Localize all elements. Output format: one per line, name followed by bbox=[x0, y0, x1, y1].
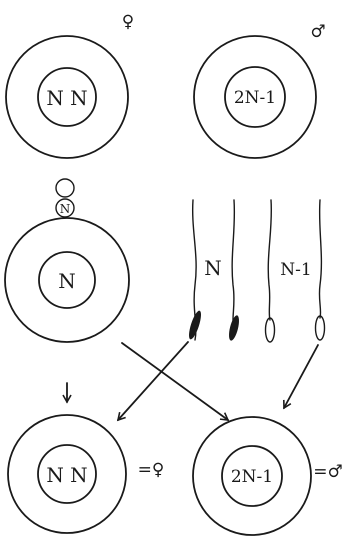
female-zygote-label: N N bbox=[46, 463, 87, 487]
sperm-tail-n1-2 bbox=[318, 199, 323, 319]
male-cell-label: 2N-1 bbox=[234, 88, 276, 108]
sperm-head-n1-2 bbox=[314, 315, 326, 341]
sperm-tail-n1-1 bbox=[267, 199, 273, 321]
mature-egg-nucleus bbox=[38, 251, 96, 309]
male-zygote-outer bbox=[192, 416, 312, 536]
female-zygote: N N bbox=[7, 414, 127, 534]
arrow-sperm-n-to-female-zygote bbox=[116, 341, 189, 422]
male-cell-top: 2N-1 bbox=[193, 35, 317, 159]
male-zygote: 2N-1 bbox=[192, 416, 312, 536]
male-cell-nucleus bbox=[224, 66, 286, 128]
polar-body-lower bbox=[55, 198, 75, 218]
sperm-tail-n-2 bbox=[231, 199, 236, 329]
sperm-group-n1-label: N-1 bbox=[280, 260, 311, 280]
equals-male: =♂ bbox=[313, 462, 342, 482]
mature-egg: N bbox=[4, 217, 130, 343]
sperm-head-n-1 bbox=[189, 310, 201, 340]
sperm-group-n: N bbox=[189, 199, 239, 341]
sperm-head-n1-1 bbox=[264, 317, 276, 343]
male-zygote-label: 2N-1 bbox=[231, 467, 273, 487]
male-symbol-top: ♂ bbox=[310, 22, 325, 42]
mature-egg-label: N bbox=[58, 269, 76, 293]
female-zygote-nucleus bbox=[37, 444, 97, 504]
male-zygote-nucleus bbox=[221, 445, 283, 507]
sperm-group-n-minus-1: N-1 bbox=[264, 199, 326, 343]
female-cell-label: N N bbox=[46, 86, 87, 110]
polar-bodies: N bbox=[55, 178, 75, 218]
female-cell-nucleus bbox=[37, 67, 97, 127]
polar-body-upper bbox=[55, 178, 75, 198]
polar-body-label: N bbox=[60, 202, 71, 216]
female-zygote-outer bbox=[7, 414, 127, 534]
arrow-sperm-n1-to-male-zygote bbox=[283, 344, 319, 410]
female-symbol-top: ♀ bbox=[122, 12, 134, 32]
arrows bbox=[62, 341, 319, 422]
female-cell-outer bbox=[5, 35, 129, 159]
sperm-group-n-label: N bbox=[204, 256, 222, 280]
mature-egg-outer bbox=[4, 217, 130, 343]
arrow-egg-to-male-zygote bbox=[121, 342, 230, 421]
female-cell-top: N N bbox=[5, 35, 129, 159]
equals-female: =♀ bbox=[138, 460, 165, 480]
sperm-head-n-2 bbox=[229, 315, 239, 341]
male-cell-outer bbox=[193, 35, 317, 159]
